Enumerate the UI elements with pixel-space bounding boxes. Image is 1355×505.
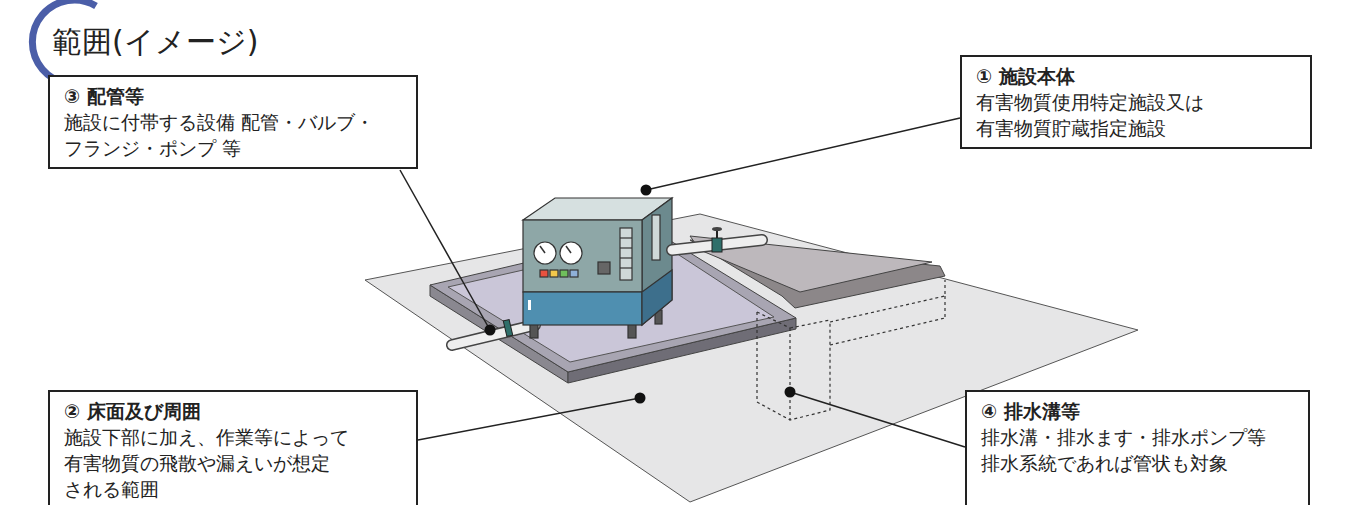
callout-box: ② 床面及び周囲施設下部に加え、作業等によって 有害物質の飛散や漏えいが想定 さ… [48,390,418,505]
callout-body: 施設に付帯する設備 配管・バルブ・フランジ・ポンプ 等 [64,109,402,161]
callout-heading: ② 床面及び周囲 [64,398,402,424]
callout-box: ④ 排水溝等排水溝・排水ます・排水ポンプ等 排水系統であれば管状も対象 [965,390,1310,505]
pipe [672,227,762,252]
diagram-title: 範囲(イメージ) [52,22,258,62]
leader-dot [485,185,796,404]
callout-heading: ③ 配管等 [64,83,402,109]
callout-heading: ④ 排水溝等 [981,398,1294,424]
leader-line [400,118,965,447]
callout-body: 有害物質使用特定施設又は 有害物質貯蔵指定施設 [976,89,1296,141]
drain-pit [757,280,945,420]
equipment [523,198,672,338]
callout-body: 施設下部に加え、作業等によって 有害物質の飛散や漏えいが想定 される範囲 [64,424,402,502]
callout-heading: ① 施設本体 [976,63,1296,89]
callout-body: 排水溝・排水ます・排水ポンプ等 排水系統であれば管状も対象 [981,424,1294,476]
callout-box: ① 施設本体有害物質使用特定施設又は 有害物質貯蔵指定施設 [960,55,1312,149]
callout-box: ③ 配管等施設に付帯する設備 配管・バルブ・フランジ・ポンプ 等 [48,75,418,169]
